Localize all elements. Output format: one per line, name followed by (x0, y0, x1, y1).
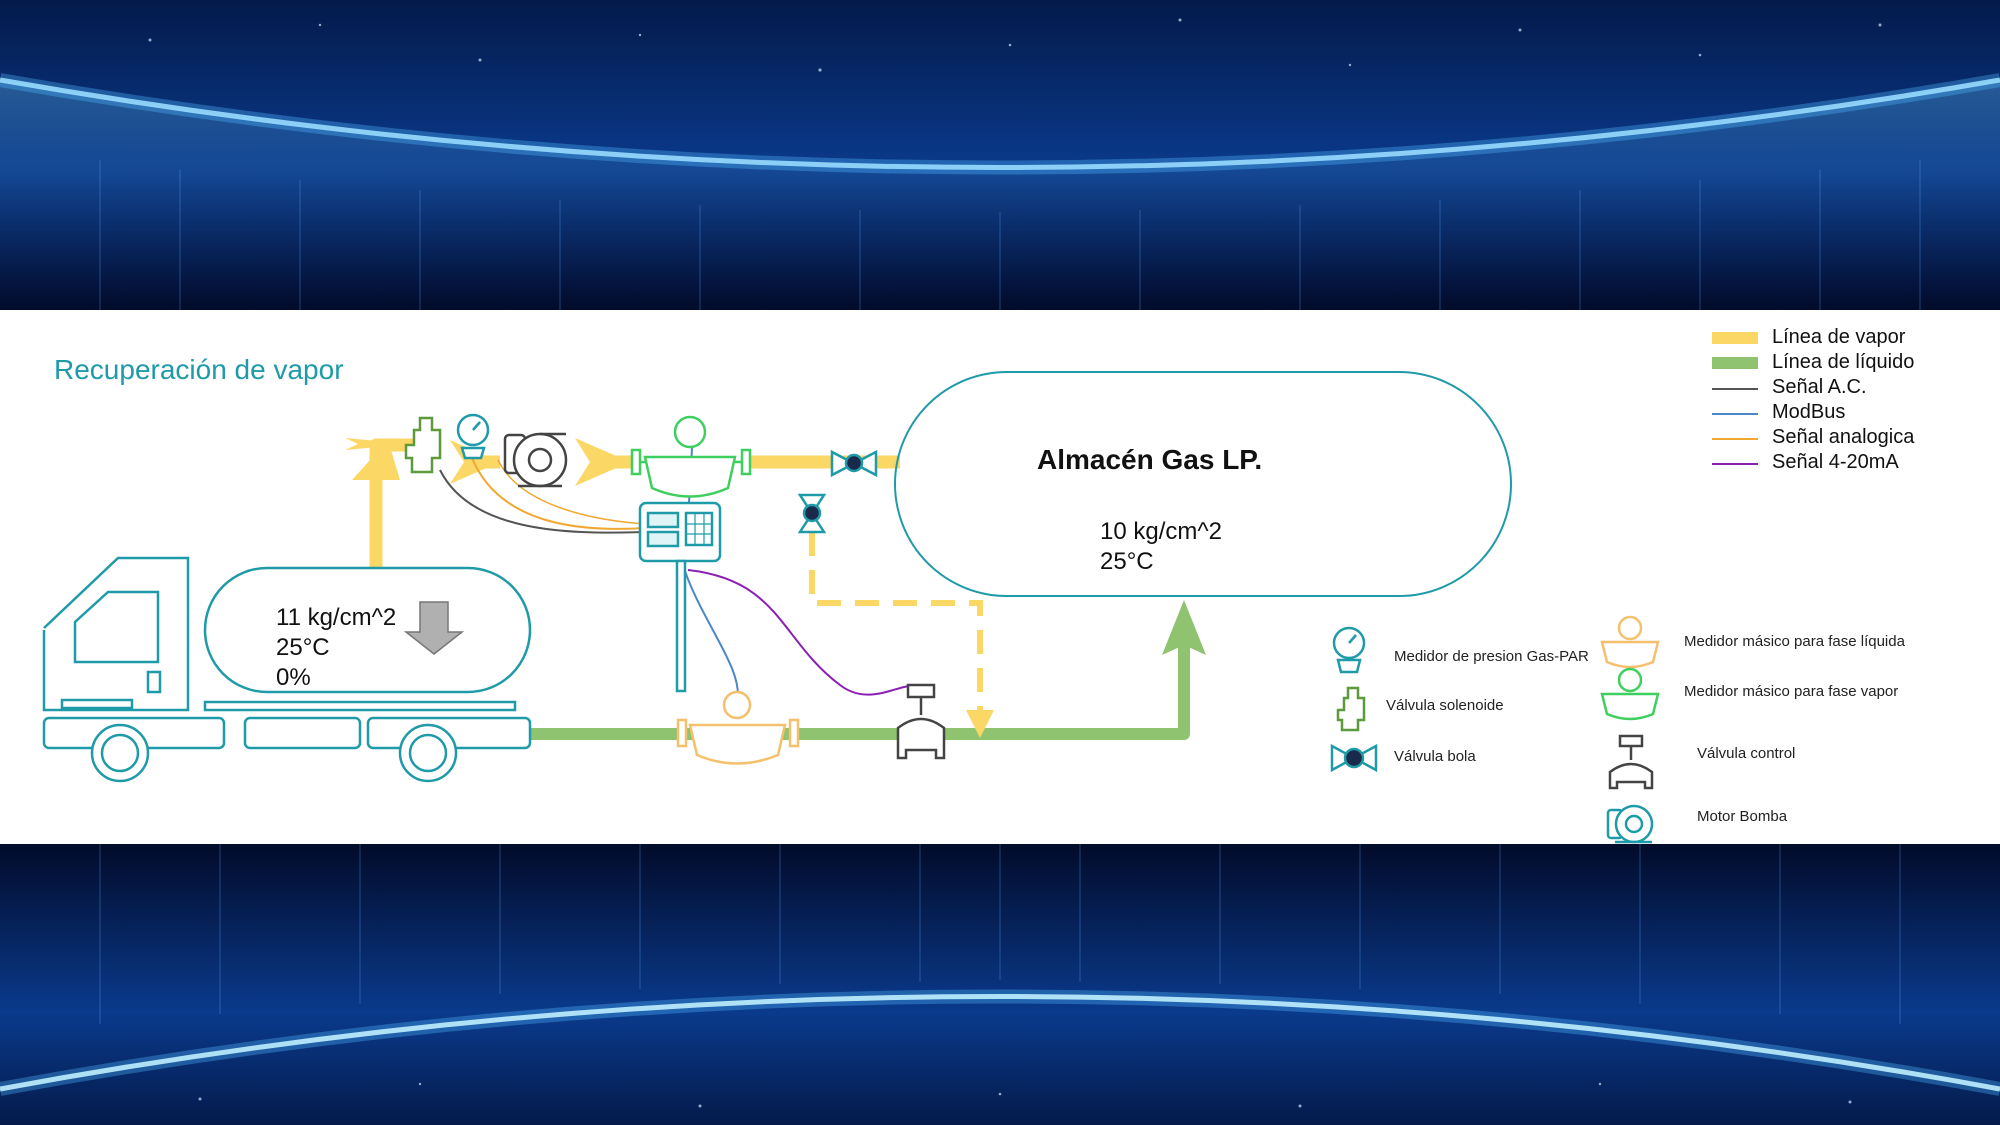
legend-pressure-meter-icon (1332, 626, 1366, 674)
pump-motor-icon (503, 432, 568, 488)
legend-swatches (1712, 332, 1758, 465)
truck-tank (203, 566, 532, 694)
truck (42, 556, 532, 783)
legend-pressure-meter-label: Medidor de presion Gas-PAR (1394, 648, 1589, 665)
page-title: Recuperación de vapor (54, 354, 344, 385)
legend-modbus-label: ModBus (1772, 401, 1846, 423)
header-space-background (0, 0, 2000, 310)
storage-tank-label: Almacén Gas LP. (1037, 444, 1263, 475)
footer-space-background (0, 844, 2000, 1125)
signal-analog-wire-2 (497, 459, 646, 525)
legend-liquid-line-label: Línea de líquido (1772, 351, 1915, 373)
truck-tank-temperature: 25°C (276, 634, 330, 661)
level-down-arrow-icon (403, 601, 465, 655)
vapor-arrow-head-1 (345, 438, 410, 450)
vapor-arrow-head-up (352, 440, 400, 480)
storage-tank-pressure: 10 kg/cm^2 (1100, 518, 1222, 545)
signal-ac-wire (439, 469, 646, 534)
controller-unit (638, 501, 722, 693)
legend-solenoid-valve-icon (1336, 686, 1366, 732)
signal-4-20-wire (687, 569, 919, 696)
legend-pump-motor-icon (1606, 804, 1654, 844)
liquid-arrow-head (1162, 600, 1206, 655)
legend-analog-signal-label: Señal analogica (1772, 426, 1915, 448)
legend-control-valve-icon (1608, 734, 1654, 790)
signal-analog-wire (471, 457, 646, 530)
legend-liquid-mass-meter-label: Medidor másico para fase líquida (1684, 633, 1905, 650)
solenoid-valve-icon (404, 416, 442, 474)
storage-tank (894, 371, 1512, 597)
legend-ball-valve-label: Válvula bola (1394, 748, 1476, 765)
truck-tank-pressure: 11 kg/cm^2 (276, 604, 397, 631)
legend-vapor-mass-meter-icon (1600, 667, 1660, 721)
ball-valve-vertical-icon (797, 493, 827, 534)
vapor-mass-meter-icon (630, 415, 752, 498)
legend-control-valve-label: Válvula control (1697, 745, 1796, 762)
ball-valve-icon (830, 449, 878, 478)
legend-vapor-mass-meter-label: Medidor másico para fase vapor (1684, 683, 1899, 700)
diagram-panel: Recuperación de vapor Almacén Gas LP. 10… (0, 310, 2000, 844)
storage-tank-temperature: 25°C (1100, 548, 1154, 575)
vapor-dashed-line (809, 532, 983, 720)
liquid-mass-meter-icon (676, 690, 800, 765)
legend-ball-valve-icon (1330, 743, 1378, 773)
truck-tank-level: 0% (276, 664, 311, 691)
control-valve-icon (896, 683, 946, 760)
vapor-arrow-head-3 (450, 440, 500, 484)
dashed-arrow-head (966, 710, 994, 738)
legend-pump-motor-label: Motor Bomba (1697, 808, 1788, 825)
legend-ac-signal-label: Señal A.C. (1772, 376, 1867, 398)
legend-vapor-line-label: Línea de vapor (1772, 326, 1906, 348)
legend-solenoid-valve-label: Válvula solenoide (1386, 697, 1504, 714)
legend-liquid-mass-meter-icon (1600, 615, 1660, 669)
pressure-gauge-icon (456, 413, 490, 460)
modbus-wire-2 (682, 564, 739, 703)
liquid-line (530, 640, 1190, 740)
legend-4-20ma-label: Señal 4-20mA (1772, 451, 1899, 473)
vapor-arrow-head-2 (575, 438, 630, 486)
